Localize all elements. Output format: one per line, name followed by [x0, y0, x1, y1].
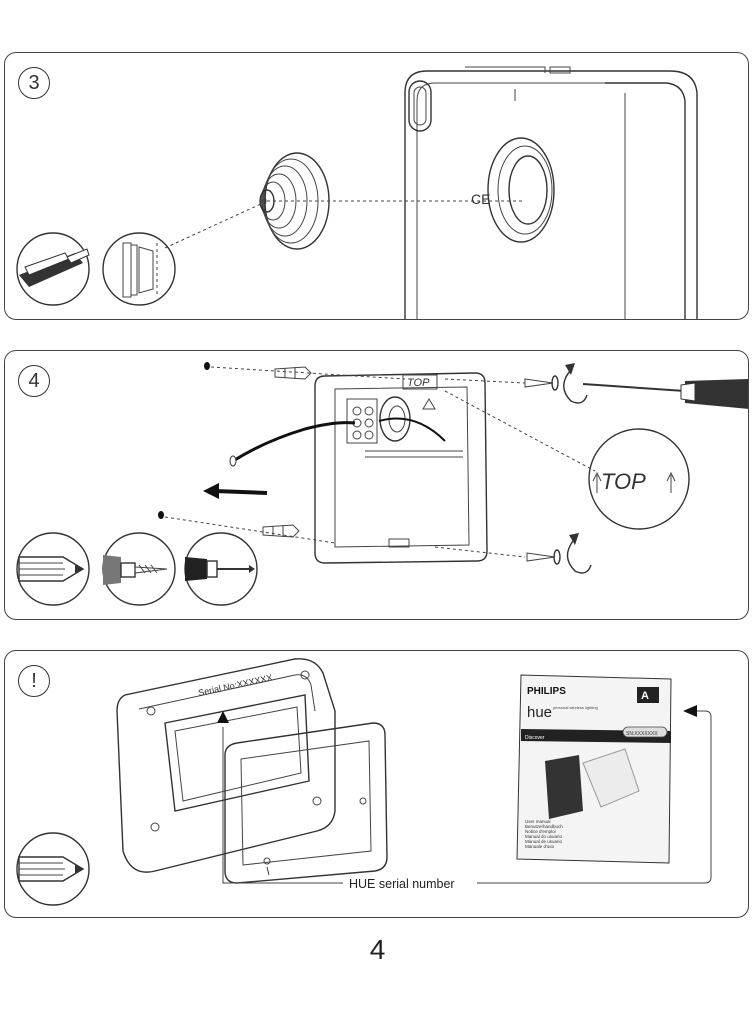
drill-hole-top	[204, 362, 210, 370]
drill-icon	[102, 532, 176, 606]
manual-language: User manual	[525, 819, 551, 824]
step-number-badge: 3	[18, 67, 50, 99]
cutter-detail-icon	[16, 232, 90, 306]
page-number: 4	[369, 934, 386, 965]
manual-language: Manual de usuario	[525, 839, 563, 844]
pull-direction-arrow	[214, 489, 268, 495]
wall-plug-bottom	[262, 524, 300, 538]
rotate-arrow-bottom	[566, 540, 592, 574]
serial-pointer-line	[222, 727, 343, 884]
screwdriver	[582, 379, 748, 409]
manual-product-logo: hue	[527, 704, 552, 721]
step-number-badge: 4	[18, 365, 50, 397]
manual-language: Notice d'emploi	[525, 829, 556, 834]
manual-subtitle: Discover	[525, 735, 545, 741]
screw-top	[524, 375, 559, 391]
step-4-illustration: TOP	[16, 362, 748, 606]
power-cable	[232, 421, 356, 463]
manual-energy-class: A	[641, 690, 649, 702]
manual-serial-field: SN:XXXXXXX	[626, 731, 658, 737]
top-zoom-circle	[588, 428, 690, 530]
manual-language: Manuale d'uso	[525, 844, 555, 849]
user-manual-booklet	[516, 674, 672, 864]
pencil-icon	[16, 832, 90, 906]
step-3-illustration: CE	[16, 66, 698, 319]
device-back-housing: Serial No:XXXXXX	[116, 658, 336, 873]
manual-language: Manual do usuario	[525, 834, 563, 839]
serial-note-panel: Serial No:XXXXXX PHILIPS hue personal wi…	[4, 650, 749, 918]
manual-tagline: personal wireless lighting	[553, 705, 598, 710]
housing-back-plate: CE	[404, 66, 698, 319]
cable-grommet	[259, 152, 330, 250]
manual-pointer-line	[477, 710, 712, 884]
top-zoom-label: TOP	[601, 469, 646, 494]
manual-brand: PHILIPS	[527, 686, 566, 697]
top-marker-label: TOP	[407, 377, 430, 389]
device-serial-label: Serial No:XXXXXX	[197, 672, 273, 697]
detail-pointer-line	[164, 202, 264, 249]
pencil-icon	[16, 532, 90, 606]
rotate-arrow-top	[563, 370, 588, 404]
mounting-box: TOP	[314, 372, 488, 564]
drill-hole-bottom	[158, 511, 164, 519]
screwdriver-icon	[184, 532, 258, 606]
mounting-frame	[224, 722, 388, 884]
manual-language: Benutzerhandbuch	[525, 824, 563, 829]
cable-wires	[378, 417, 446, 442]
step-4-panel: TOP	[4, 350, 749, 620]
serial-note-illustration: Serial No:XXXXXX PHILIPS hue personal wi…	[16, 658, 712, 906]
note-badge: !	[18, 665, 50, 697]
step-3-panel: CE 3	[4, 52, 749, 320]
svg-text:CE: CE	[471, 191, 490, 207]
serial-caption: HUE serial number	[343, 877, 461, 891]
manual-language-list: User manual Benutzerhandbuch Notice d'em…	[525, 819, 564, 849]
screw-bottom	[526, 549, 561, 565]
wall-plug-top	[274, 366, 312, 380]
grommet-section-detail-icon	[102, 232, 176, 306]
